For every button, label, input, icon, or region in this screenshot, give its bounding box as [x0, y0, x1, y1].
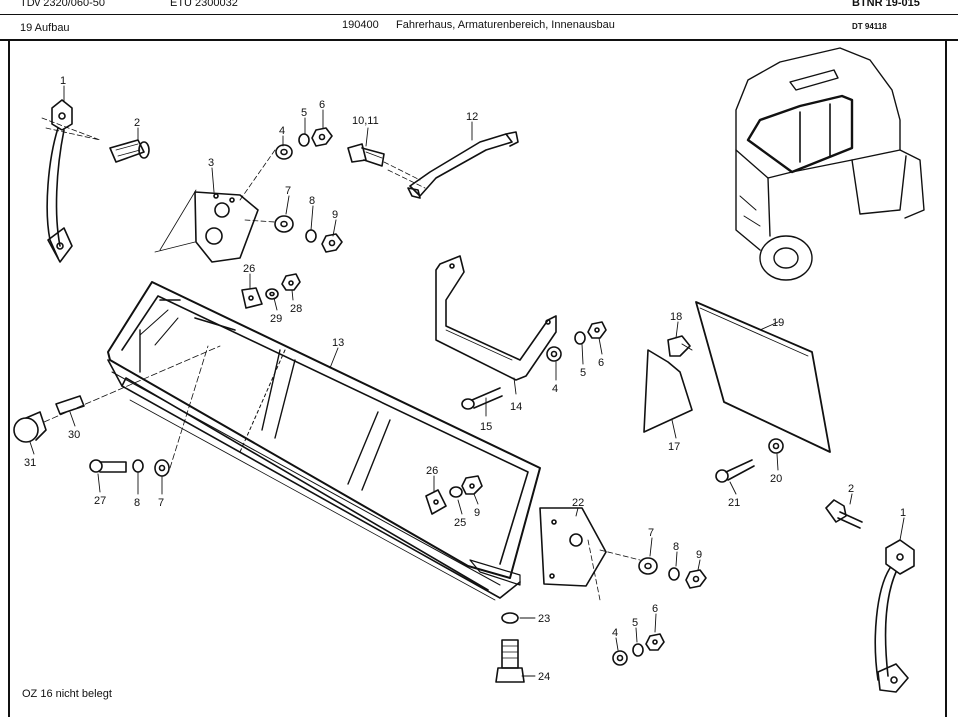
callout-5-top: 5: [301, 107, 307, 119]
callout-4-right: 4: [552, 383, 558, 395]
support-bracket-part-14: [435, 255, 557, 381]
screw-part-2-left: [109, 139, 150, 163]
bracket-plate-part-3: [154, 149, 276, 263]
callout-8-left: 8: [134, 497, 140, 509]
bolt-washer-23-24: [495, 612, 525, 683]
callout-31: 31: [24, 457, 36, 469]
callout-4-top: 4: [279, 125, 285, 137]
screw-part-15: [461, 387, 503, 410]
callout-6-bottom: 6: [652, 603, 658, 615]
callout-2-right: 2: [848, 483, 854, 495]
callout-18: 18: [670, 311, 682, 323]
header-rule-bottom: [0, 39, 958, 41]
callout-24: 24: [538, 671, 550, 683]
washers-nuts-top: [275, 127, 333, 160]
washers-nuts-bottom: [612, 633, 665, 666]
dashboard-frame-part-13: [107, 281, 541, 601]
callout-3: 3: [208, 157, 214, 169]
callout-30: 30: [68, 429, 80, 441]
callout-5-right: 5: [580, 367, 586, 379]
callout-26-lower: 26: [426, 465, 438, 477]
callout-7-top: 7: [285, 185, 291, 197]
leader-lines: [29, 85, 905, 677]
callout-15: 15: [480, 421, 492, 433]
section-code: 190400: [342, 19, 379, 31]
washers-nuts-lower-right: [638, 557, 707, 589]
callout-5-bottom: 5: [632, 617, 638, 629]
callout-14: 14: [510, 401, 522, 413]
footer-note: OZ 16 nicht belegt: [22, 688, 112, 700]
header-rule-top: [0, 14, 958, 15]
callout-26-top: 26: [243, 263, 255, 275]
callout-10-11: 10,11: [352, 115, 379, 127]
frame-left: [8, 39, 10, 717]
btnr-number: BTNR 19-015: [852, 0, 920, 9]
washers-nuts-middle: [274, 215, 343, 253]
mirror-bracket-right-part-1: [825, 499, 915, 693]
washer-screw-20-21: [715, 438, 784, 483]
truck-cab-illustration: [735, 47, 925, 281]
callout-labels: 1 2 3 4 5 6 7 8 9 10,11 12 26 28 29 13 4…: [24, 75, 906, 683]
bracket-part-22: [539, 507, 641, 601]
callout-7-right: 7: [648, 527, 654, 539]
callout-29: 29: [270, 313, 282, 325]
callout-1-right: 1: [900, 507, 906, 519]
callout-8-right: 8: [673, 541, 679, 553]
washers-nuts-right: [546, 321, 607, 362]
screw-washers-bottom-left: [89, 345, 209, 477]
grab-handle-part-12: [407, 131, 519, 199]
drawing-number: DT 94118: [852, 22, 887, 31]
callout-8-top: 8: [309, 195, 315, 207]
callout-17: 17: [668, 441, 680, 453]
panel-part-19: [695, 301, 831, 453]
callout-22: 22: [572, 497, 584, 509]
callout-9-top: 9: [332, 209, 338, 221]
callout-2-left: 2: [134, 117, 140, 129]
callout-1-left: 1: [60, 75, 66, 87]
callout-19: 19: [772, 317, 784, 329]
callout-27: 27: [94, 495, 106, 507]
callout-23: 23: [538, 613, 550, 625]
model-number: TDv 2320/060-50: [20, 0, 105, 9]
callout-21: 21: [728, 497, 740, 509]
callout-9-lower: 9: [474, 507, 480, 519]
callout-6-top: 6: [319, 99, 325, 111]
callout-20: 20: [770, 473, 782, 485]
etu-number: ETU 2300032: [170, 0, 238, 9]
callout-28: 28: [290, 303, 302, 315]
callout-9-right: 9: [696, 549, 702, 561]
mirror-bracket-left-part-1: [41, 99, 101, 263]
callout-7-left: 7: [158, 497, 164, 509]
callout-13: 13: [332, 337, 344, 349]
clip-washer-nut-top: [241, 273, 301, 309]
callout-25: 25: [454, 517, 466, 529]
cover-panel-part-17: [643, 335, 693, 433]
callout-4-bottom: 4: [612, 627, 618, 639]
section-title: Fahrerhaus, Armaturenbereich, Innenausba…: [396, 19, 615, 31]
callout-6-right: 6: [598, 357, 604, 369]
callout-12: 12: [466, 111, 478, 123]
knob-screw-30-31: [13, 345, 221, 443]
frame-right: [945, 39, 947, 717]
bolt-part-10-11: [347, 143, 426, 189]
group-label: 19 Aufbau: [20, 22, 70, 34]
